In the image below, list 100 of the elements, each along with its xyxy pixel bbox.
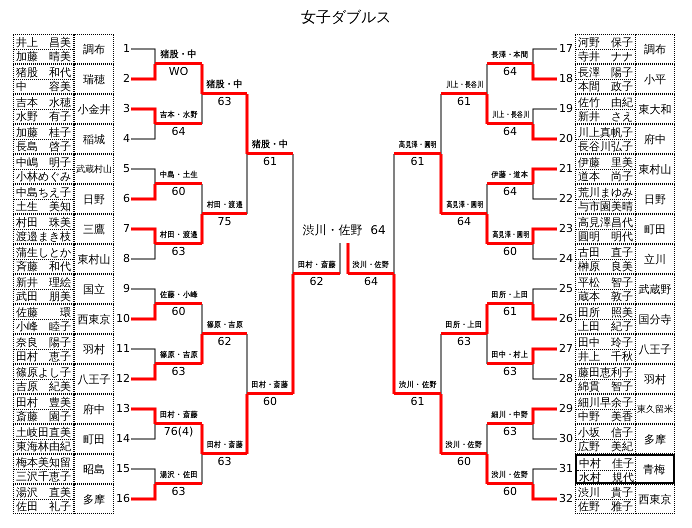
player-name: 佐田 礼子 <box>15 499 72 514</box>
player-name: 猪股 和代 <box>14 65 73 80</box>
player-name: 与市園美晴 <box>577 199 634 214</box>
bracket-line <box>532 484 557 500</box>
player-name: 吉本 水穂 <box>14 95 73 110</box>
club-name: 武蔵村山 <box>74 154 114 184</box>
seed-number: 20 <box>558 132 574 146</box>
player-name: 中 容美 <box>15 79 72 94</box>
seed-number: 11 <box>115 342 130 356</box>
bracket-line <box>346 243 350 274</box>
bracket-line <box>131 108 156 124</box>
seed-number: 27 <box>558 342 574 356</box>
club-name: 府中 <box>74 394 114 424</box>
bracket-line <box>130 48 156 64</box>
score: 60 <box>503 245 517 258</box>
club-name: 町田 <box>635 214 675 244</box>
club-name: 日野 <box>74 184 114 214</box>
club-name: 羽村 <box>635 364 675 394</box>
seed-number: 13 <box>115 402 130 416</box>
seed-number: 1 <box>122 42 130 56</box>
bracket-line <box>486 94 488 124</box>
bracket-line <box>130 124 156 140</box>
bracket-line <box>131 484 156 500</box>
club-name: 八王子 <box>74 364 114 394</box>
club-name: 多摩 <box>74 484 114 514</box>
player-name: 奈良 陽子 <box>14 335 73 350</box>
seed-number: 3 <box>122 102 130 116</box>
club-name: 東大和 <box>635 94 675 124</box>
club-name: 日野 <box>635 184 675 214</box>
player-name: 加藤 晴美 <box>15 49 72 64</box>
score: 64 <box>172 125 186 138</box>
bracket-line <box>440 334 442 394</box>
seed-number: 21 <box>558 162 574 176</box>
player-name: 篠原よし子 <box>14 365 73 380</box>
player-name: 綿貫 智子 <box>577 379 634 394</box>
player-name: 佐竹 由紀 <box>576 95 635 110</box>
player-name: 広野 美紀 <box>577 439 634 454</box>
seed-number: 2 <box>122 72 130 86</box>
club-name: 小平 <box>635 64 675 94</box>
player-name: 川上真帆子 <box>576 125 635 140</box>
bracket-line <box>246 154 248 214</box>
club-name: 羽村 <box>74 334 114 364</box>
winner-label: 猪股・中 <box>252 139 288 152</box>
bracket-line <box>246 394 248 454</box>
bracket-line <box>532 108 558 124</box>
title: 女子ダブルス <box>301 8 391 26</box>
bracket-line <box>532 168 557 184</box>
player-name: 東海林由紀 <box>15 439 72 454</box>
club-name: 瑞穂 <box>74 64 114 94</box>
bracket-line <box>246 94 248 154</box>
player-name: 寺井 ナナ <box>577 49 634 64</box>
score: 76(4) <box>164 425 194 438</box>
score: 61 <box>457 95 471 108</box>
seed-number: 12 <box>115 372 130 386</box>
player-name: 田村 豊美 <box>14 395 73 410</box>
seed-number: 31 <box>558 462 574 476</box>
score: 61 <box>410 155 424 168</box>
player-name: 土岐田直美 <box>14 425 73 440</box>
score: 64 <box>457 215 471 228</box>
seed-number: 8 <box>122 252 130 266</box>
bracket-line <box>246 334 248 394</box>
bracket-line <box>532 288 558 304</box>
score: 61 <box>503 305 517 318</box>
seed-number: 25 <box>558 282 574 296</box>
bracket-line <box>200 424 204 454</box>
score: 63 <box>172 365 186 378</box>
bracket-line <box>532 468 558 484</box>
bracket-line <box>532 348 557 364</box>
winner-label: 猪股・中 <box>160 49 196 62</box>
player-name: 小林めぐみ <box>15 169 72 184</box>
seed-number: 22 <box>558 192 574 206</box>
player-name: 新井 さえ <box>577 109 634 124</box>
player-name: 蒲生しとか <box>14 245 73 260</box>
player-name: 平松 智子 <box>576 275 635 290</box>
seed-number: 7 <box>122 222 130 236</box>
bracket-line <box>532 424 558 440</box>
club-name: 西東京 <box>74 304 114 334</box>
player-name: 田中 玲子 <box>576 335 635 350</box>
player-name: 小峰 睦子 <box>15 319 72 334</box>
club-name: 八王子 <box>635 334 675 364</box>
player-name: 佐野 雅子 <box>577 499 634 514</box>
seed-number: 18 <box>558 72 574 86</box>
bracket-line <box>532 64 557 80</box>
bracket-line <box>486 214 488 244</box>
score: 63 <box>457 335 471 348</box>
bracket-line <box>440 94 442 154</box>
score: 60 <box>263 395 277 408</box>
player-name: 榊原 良美 <box>577 259 634 274</box>
club-name: 調布 <box>74 34 114 64</box>
player-name: 長島 啓子 <box>15 139 72 154</box>
player-name: 加藤 桂子 <box>14 125 73 140</box>
player-name: 中嶋 明子 <box>14 155 73 170</box>
player-name: 斎藤 園子 <box>15 409 72 424</box>
bracket-line <box>131 364 156 380</box>
bracket-line <box>532 304 557 320</box>
bracket-line <box>532 124 557 140</box>
score: 60 <box>503 485 517 498</box>
player-name: 藤田恵利子 <box>576 365 635 380</box>
player-name: 斉藤 和代 <box>15 259 72 274</box>
player-name: 中村 佳子 <box>577 456 635 471</box>
